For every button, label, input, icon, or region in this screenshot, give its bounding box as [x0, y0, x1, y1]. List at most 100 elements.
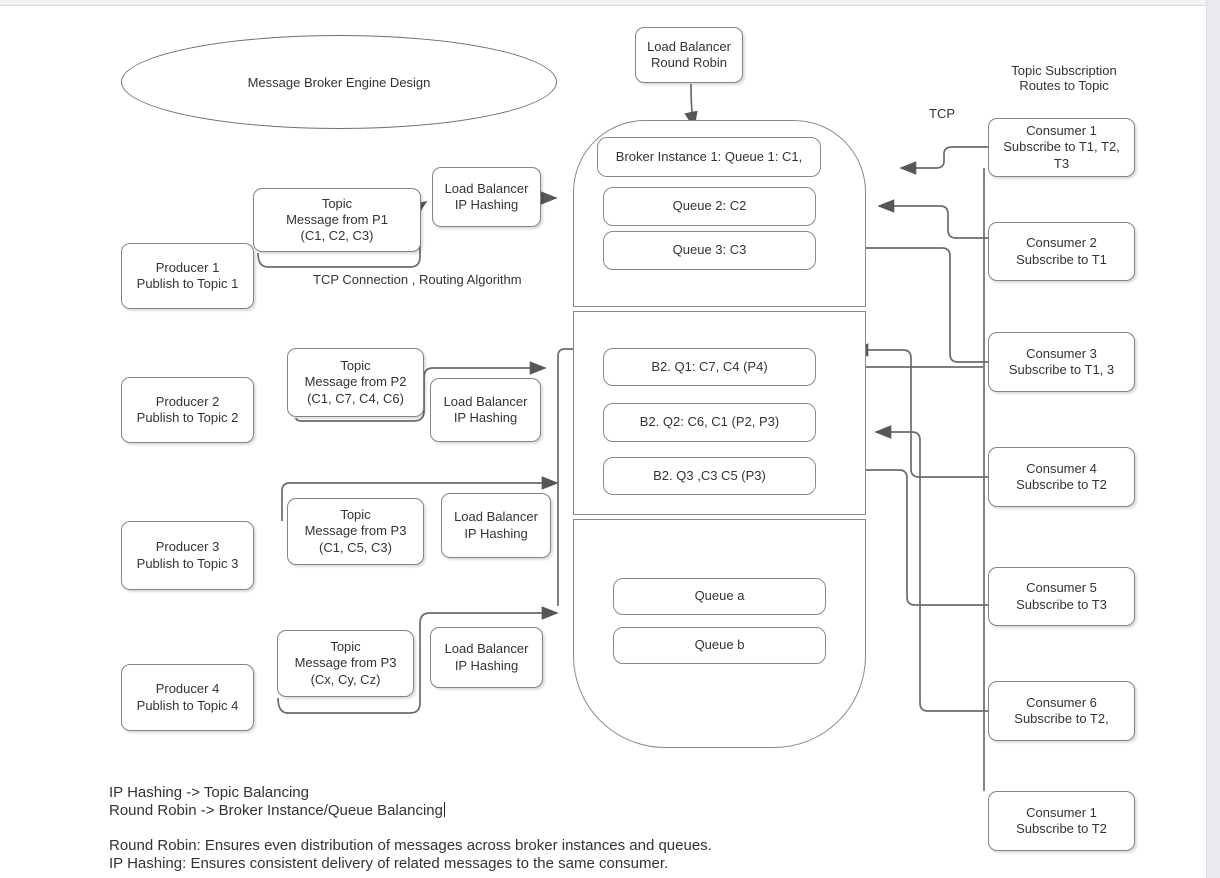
- queue-broker2-q1[interactable]: B2. Q1: C7, C4 (P4): [603, 348, 816, 386]
- note-line-1: IP Hashing -> Topic Balancing: [109, 784, 309, 801]
- consumer-name: Consumer 5: [1026, 580, 1097, 596]
- consumer-subscription: Subscribe to T1: [1016, 251, 1107, 267]
- topic-routes: (Cx, Cy, Cz): [310, 671, 381, 687]
- producer-action: Publish to Topic 4: [136, 697, 239, 713]
- topic-from: Message from P3: [294, 655, 397, 671]
- queue-label: B2. Q2: C6, C1 (P2, P3): [639, 414, 780, 430]
- topic-from: Message from P1: [286, 211, 388, 227]
- queue-label: Queue 3: C3: [672, 242, 747, 258]
- queue-broker1-q2[interactable]: Queue 2: C2: [603, 187, 816, 226]
- lb-line1: Load Balancer: [454, 509, 538, 525]
- topic-routes: (C1, C2, C3): [300, 228, 374, 244]
- tcp-connection-label: TCP Connection , Routing Algorithm: [313, 272, 522, 287]
- text-caret: [443, 802, 445, 817]
- consumer-1[interactable]: Consumer 1 Subscribe to T1, T2, T3: [988, 118, 1135, 177]
- queue-broker2-q3[interactable]: B2. Q3 ,C3 C5 (P3): [603, 457, 816, 495]
- consumer-subscription: Subscribe to T1, 3: [1008, 362, 1115, 377]
- topic-from: Message from P2: [304, 374, 407, 390]
- topic-subscription-line1: Topic Subscription: [1011, 63, 1117, 78]
- connector-consumer2-to-queue2[interactable]: [877, 199, 988, 239]
- topic-title: Topic: [330, 639, 361, 655]
- producer-1[interactable]: Producer 1 Publish to Topic 1: [121, 243, 254, 309]
- topic-subscription-label: Topic Subscription Routes to Topic: [994, 63, 1134, 93]
- title-ellipse[interactable]: Message Broker Engine Design: [121, 35, 557, 129]
- lb-line2: IP Hashing: [454, 657, 519, 673]
- topic-message-1[interactable]: Topic Message from P1 (C1, C2, C3): [253, 188, 421, 252]
- producer-name: Producer 4: [155, 681, 220, 697]
- queue-b[interactable]: Queue b: [613, 627, 826, 664]
- annotation-text[interactable]: IP Hashing -> Topic Balancing Round Robi…: [109, 784, 712, 873]
- lb-line1: Load Balancer: [444, 180, 529, 196]
- load-balancer-ip-hashing-1[interactable]: Load Balancer IP Hashing: [432, 167, 541, 227]
- note-line-2: Round Robin -> Broker Instance/Queue Bal…: [109, 802, 445, 819]
- consumer-subscription: Subscribe to T1, T2, T3: [1003, 139, 1120, 171]
- topic-message-2[interactable]: Topic Message from P2 (C1, C7, C4, C6): [287, 348, 424, 417]
- producer-action: Publish to Topic 2: [136, 410, 239, 425]
- lb-line2: IP Hashing: [454, 197, 519, 212]
- consumer-subscription: Subscribe to T2,: [1014, 711, 1109, 726]
- consumer-4[interactable]: Consumer 4 Subscribe to T2: [988, 447, 1135, 507]
- load-balancer-round-robin[interactable]: Load Balancer Round Robin: [635, 27, 743, 83]
- tcp-label: TCP: [929, 106, 955, 121]
- note-line-3: Round Robin: Ensures even distribution o…: [109, 837, 712, 854]
- consumer-3[interactable]: Consumer 3 Subscribe to T1, 3: [988, 332, 1135, 392]
- queue-label: Queue 2: C2: [672, 198, 747, 214]
- consumer-subscription: Subscribe to T3: [1016, 596, 1107, 612]
- queue-broker1-q3[interactable]: Queue 3: C3: [603, 231, 816, 270]
- consumer-2[interactable]: Consumer 2 Subscribe to T1: [988, 222, 1135, 281]
- consumer-name: Consumer 2: [1026, 235, 1097, 251]
- lb-line2: IP Hashing: [453, 410, 518, 425]
- consumer-name: Consumer 1: [1026, 123, 1097, 139]
- queue-label: Queue a: [694, 588, 745, 604]
- queue-label: B2. Q3 ,C3 C5 (P3): [653, 467, 766, 483]
- consumer-name: Consumer 6: [1026, 694, 1097, 710]
- queue-label: Queue b: [694, 637, 745, 653]
- producer-3[interactable]: Producer 3 Publish to Topic 3: [121, 521, 254, 590]
- consumer-5[interactable]: Consumer 5 Subscribe to T3: [988, 567, 1135, 626]
- consumer-6[interactable]: Consumer 6 Subscribe to T2,: [988, 681, 1135, 741]
- lb-line2: IP Hashing: [464, 525, 528, 541]
- load-balancer-ip-hashing-2[interactable]: Load Balancer IP Hashing: [430, 378, 541, 442]
- consumer-7[interactable]: Consumer 1 Subscribe to T2: [988, 791, 1135, 851]
- producer-action: Publish to Topic 1: [136, 276, 239, 291]
- topic-title: Topic: [340, 507, 371, 523]
- producer-name: Producer 2: [155, 393, 220, 409]
- queue-label: Broker Instance 1: Queue 1: C1,: [615, 148, 803, 164]
- lb-line1: Load Balancer: [443, 393, 528, 409]
- diagram-title: Message Broker Engine Design: [247, 74, 431, 90]
- consumer-name: Consumer 1: [1026, 804, 1097, 820]
- topic-from: Message from P3: [304, 523, 407, 539]
- topic-routes: (C1, C7, C4, C6): [307, 390, 404, 406]
- lb-line1: Load Balancer: [444, 641, 529, 657]
- load-balancer-ip-hashing-4[interactable]: Load Balancer IP Hashing: [430, 627, 543, 688]
- connector-consumer4-to-b2q1[interactable]: [851, 343, 988, 478]
- topic-routes: (C1, C5, C3): [319, 539, 392, 555]
- connector-consumer3-to-queue3[interactable]: [846, 241, 988, 363]
- queue-label: B2. Q1: C7, C4 (P4): [651, 358, 768, 374]
- queue-broker2-q2[interactable]: B2. Q2: C6, C1 (P2, P3): [603, 403, 816, 442]
- queue-a[interactable]: Queue a: [613, 578, 826, 615]
- top-chrome-strip: [0, 0, 1220, 6]
- load-balancer-ip-hashing-3[interactable]: Load Balancer IP Hashing: [441, 493, 551, 558]
- consumer-name: Consumer 4: [1026, 460, 1097, 476]
- consumer-subscription: Subscribe to T2: [1016, 477, 1107, 492]
- consumer-name: Consumer 3: [1026, 345, 1097, 361]
- producer-name: Producer 1: [155, 259, 220, 275]
- topic-message-4[interactable]: Topic Message from P3 (Cx, Cy, Cz): [277, 630, 414, 697]
- producer-4[interactable]: Producer 4 Publish to Topic 4: [121, 664, 254, 731]
- connector-consumer1-tcp[interactable]: [899, 146, 988, 175]
- producer-action: Publish to Topic 3: [136, 555, 239, 571]
- topic-title: Topic: [340, 358, 371, 374]
- topic-title: Topic: [321, 195, 353, 211]
- note-line-4: IP Hashing: Ensures consistent delivery …: [109, 855, 669, 872]
- connector-consumer6-to-b2q2[interactable]: [874, 425, 988, 712]
- lb-rr-line1: Load Balancer: [647, 38, 731, 54]
- topic-message-3[interactable]: Topic Message from P3 (C1, C5, C3): [287, 498, 424, 565]
- queue-broker1-q1[interactable]: Broker Instance 1: Queue 1: C1,: [597, 137, 821, 177]
- topic-subscription-line2: Routes to Topic: [1019, 78, 1109, 93]
- right-scrollbar-track[interactable]: [1206, 0, 1220, 878]
- producer-name: Producer 3: [155, 539, 220, 555]
- lb-rr-line2: Round Robin: [651, 55, 727, 70]
- producer-2[interactable]: Producer 2 Publish to Topic 2: [121, 377, 254, 443]
